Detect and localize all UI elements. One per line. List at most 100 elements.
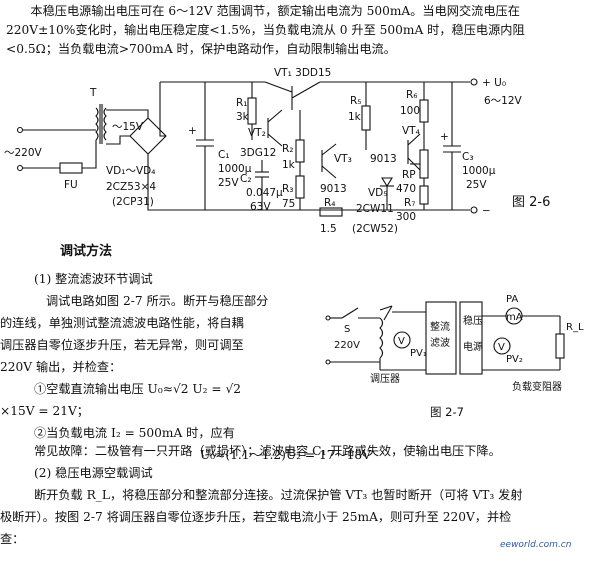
circuit-diagram-2-7: S 220V 调压器 V PV₁ 整流 滤波 稳压 电源 mA PA [325, 294, 584, 393]
check-2-formula: U₀≈(1.1～1.2)U₂ = 17～18V [200, 448, 371, 462]
label-filter: 滤波 [430, 336, 450, 349]
label-vt2: VT₂ [248, 127, 266, 139]
label-fu: FU [64, 179, 78, 191]
label-supply: 电源 [463, 340, 483, 353]
label-r7: R₇ [404, 197, 416, 209]
step1-block: (1) 整流滤波环节调试 调试电路如图 2-7 所示。断开与稳压部分 的连线，单… [0, 268, 371, 466]
step2-line-1: 断开负载 R_L，将稳压部分和整流部分连接。过流保护管 VT₃ 也暂时断开（可将… [34, 488, 523, 502]
regulator-block [459, 301, 483, 375]
autotransformer-arrow [383, 305, 393, 321]
bottom-block: 常见故障：二极管有一只开路（或损坏）；滤波电容 C₁ 开路或失效，使输出电压下降… [0, 440, 592, 550]
label-vd5: VD₅ [368, 187, 387, 199]
label-r4: R₄ [324, 197, 336, 209]
resistor-r4 [319, 207, 343, 217]
section-heading: 调试方法 [60, 244, 113, 259]
label-r7-value: 300 [396, 211, 416, 223]
label-c3-value: 1000μ [462, 165, 496, 177]
voltmeter-pv2 [493, 337, 511, 355]
rectifier-filter-block [425, 301, 457, 375]
check-1-cont: ×15V = 21V； [0, 404, 89, 418]
label-t: T [89, 87, 97, 99]
intro-line-2: 220V±10%变化时，输出电压稳定度<1.5%，当负载电流从 0 升至 500… [6, 23, 525, 37]
label-r1: R₁ [236, 97, 248, 109]
transformer-primary [95, 107, 99, 141]
load-rheostat [555, 333, 565, 359]
voltmeter-pv1 [393, 331, 411, 349]
label-c3: C₃ [462, 151, 474, 163]
check-2: ②当负载电流 I₂ = 500mA 时，应有 [34, 426, 235, 440]
step1-title: (1) 整流滤波环节调试 [34, 272, 153, 286]
vt1-collector [264, 81, 293, 93]
label-vt2-type: 3DG12 [240, 147, 276, 159]
label-s: S [344, 324, 350, 335]
step1-line-4: 220V 输出，并检查： [0, 360, 122, 374]
label-vd5-type: 2CW11 [356, 203, 394, 215]
step1-line-1: 调试电路如图 2-7 所示。断开与稳压部分 [46, 294, 269, 308]
intro-line-1: 本稳压电源输出电压可在 6～12V 范围调节，额定输出电流为 500mA。当电网… [30, 4, 520, 18]
label-c1-value: 1000μ [218, 163, 252, 175]
label-ac-in: ～220V [4, 147, 43, 159]
svg-text:+: + [440, 131, 449, 143]
label-r5-value: 1k [348, 111, 362, 123]
faults-line: 常见故障：二极管有一只开路（或损坏）；滤波电容 C₁ 开路或失效，使输出电压下降… [34, 444, 501, 458]
label-c2: C₂ [240, 173, 252, 185]
label-pa: PA [506, 294, 518, 305]
label-r6: R₆ [406, 89, 418, 101]
check-1: ①空载直流输出电压 U₀≈√2 U₂ = √2 [34, 382, 241, 396]
intro-paragraph: 本稳压电源输出电压可在 6～12V 范围调节，额定输出电流为 500mA。当电网… [6, 2, 588, 59]
label-c2-voltage: 63V [250, 201, 271, 213]
svg-text:+: + [188, 125, 197, 137]
label-minus: − [482, 205, 491, 217]
label-r2-value: 1k [282, 159, 296, 171]
label-r4-value: 1.5 [320, 223, 337, 235]
circuit-diagram-2-6: + U₀ 6～12V VT₁ 3DD15 − T ～220V FU [4, 67, 523, 235]
label-vt4-type: 9013 [370, 153, 397, 165]
label-r6-value: 100 [400, 105, 420, 117]
step1-line-3: 调压器自零位逐步升压，若无异常，则可调至 [0, 338, 244, 352]
label-pv1: PV₁ [410, 348, 427, 359]
zener-vd5 [381, 177, 393, 188]
label-bridge: 2CZ53×4 [106, 181, 156, 193]
label-220v: 220V [334, 340, 360, 351]
label-c3-voltage: 25V [466, 179, 487, 191]
label-uo-range: 6～12V [484, 95, 523, 107]
step1-line-2: 的连线，单独测试整流滤波电路性能，将自耦 [0, 316, 244, 330]
figure-caption-2-7: 图 2-7 [430, 405, 464, 419]
output-terminal-minus [470, 206, 478, 214]
label-c2-value: 0.047μ [246, 187, 283, 199]
label-c1-voltage: 25V [218, 177, 239, 189]
label-pv2: PV₂ [506, 354, 523, 365]
label-bridge2: (2CP31) [112, 196, 154, 208]
label-r3-value: 75 [282, 198, 295, 210]
label-r2: R₂ [282, 143, 294, 155]
label-autotransformer: 调压器 [370, 373, 400, 385]
vt1-emitter [291, 81, 321, 99]
label-uo: + U₀ [482, 77, 506, 89]
output-terminal-plus [470, 78, 478, 86]
label-vt3: VT₃ [334, 153, 352, 165]
figure-caption-2-6: 图 2-6 [512, 195, 551, 210]
label-r5: R₅ [350, 95, 362, 107]
label-c1: C₁ [218, 149, 230, 161]
label-rp-value: 470 [396, 183, 416, 195]
label-vt1: VT₁ 3DD15 [274, 67, 331, 79]
label-load: 负载变阻器 [512, 380, 562, 393]
label-regulate: 稳压 [463, 314, 483, 327]
label-vd: VD₁～VD₄ [106, 165, 155, 177]
step2-line-3: 查： [0, 532, 25, 546]
step2-title: (2) 稳压电源空载调试 [34, 466, 153, 480]
label-vt4: VT₄ [402, 125, 420, 137]
intro-line-3: <0.5Ω；当负载电流>700mA 时，保护电路动作，自动限制输出电流。 [6, 42, 396, 56]
svg-text:V: V [398, 336, 405, 347]
label-r1-value: 3k [236, 111, 250, 123]
svg-text:V: V [498, 342, 505, 353]
switch-s [341, 307, 359, 319]
label-r3: R₃ [282, 183, 294, 195]
label-rectify: 整流 [430, 320, 450, 333]
label-rp: RP [402, 169, 416, 181]
label-rl: R_L [566, 322, 584, 333]
transformer-secondary [103, 107, 107, 141]
label-vd5-type2: (2CW52) [352, 223, 398, 235]
svg-text:mA: mA [506, 312, 523, 323]
